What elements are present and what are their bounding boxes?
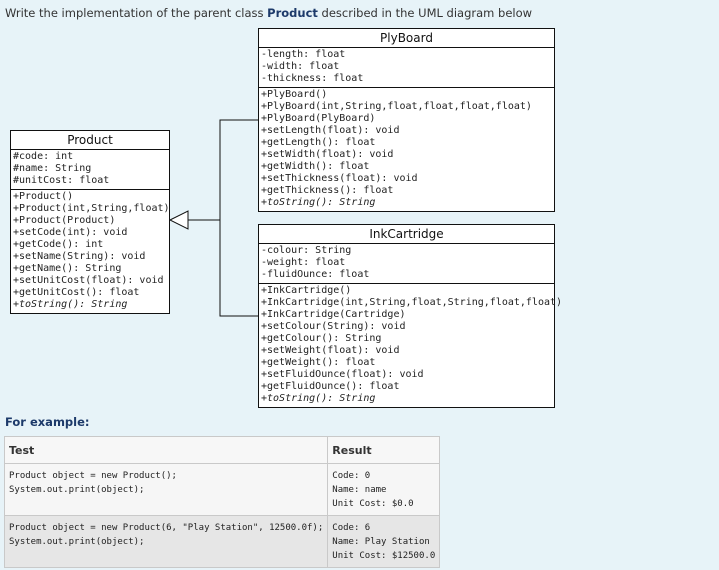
plyboard-method: +setThickness(float): void <box>261 173 418 184</box>
inkcartridge-attributes: -colour: String -weight: float -fluidOun… <box>259 244 554 283</box>
inkcartridge-attribute: -weight: float <box>261 257 346 268</box>
question-class-name: Product <box>267 6 318 20</box>
product-attributes: #code: int #name: String #unitCost: floa… <box>11 150 169 189</box>
plyboard-attribute: -width: float <box>261 61 340 72</box>
product-attribute: #unitCost: float <box>13 175 110 186</box>
example-label: For example: <box>5 415 90 429</box>
product-class-name: Product <box>11 131 169 150</box>
plyboard-class-box: PlyBoard -length: float -width: float -t… <box>258 28 555 212</box>
product-attribute: #code: int <box>13 151 74 162</box>
result-column-header: Result <box>327 436 441 464</box>
product-abstract-method: +toString(): String <box>13 299 128 310</box>
result-cell: Code: 6 Name: Play Station Unit Cost: $1… <box>327 515 441 568</box>
result-line: Unit Cost: $12500.0 <box>332 551 436 561</box>
plyboard-method: +setLength(float): void <box>261 125 400 136</box>
inkcartridge-method: +setColour(String): void <box>261 321 406 332</box>
example-header-row: Test Result <box>3 436 441 464</box>
product-methods: +Product() +Product(int,String,float) +P… <box>11 189 170 313</box>
plyboard-method: +getLength(): float <box>261 137 376 148</box>
product-method: +Product(Product) <box>13 215 116 226</box>
plyboard-class-name: PlyBoard <box>259 29 554 48</box>
plyboard-attributes: -length: float -width: float -thickness:… <box>259 48 554 87</box>
test-code-line: System.out.print(object); <box>9 537 145 547</box>
plyboard-method: +getThickness(): float <box>261 185 394 196</box>
table-row: Product object = new Product(); System.o… <box>3 463 441 516</box>
plyboard-connector <box>219 119 258 317</box>
inkcartridge-class-name: InkCartridge <box>259 225 554 244</box>
question-prefix: Write the implementation of the parent c… <box>5 6 268 20</box>
result-line: Name: name <box>332 485 387 495</box>
question-text: Write the implementation of the parent c… <box>5 6 532 20</box>
test-cell: Product object = new Product(6, "Play St… <box>3 515 329 568</box>
product-method: +getName(): String <box>13 263 122 274</box>
inkcartridge-method: +getFluidOunce(): float <box>261 381 400 392</box>
inkcartridge-class-box: InkCartridge -colour: String -weight: fl… <box>258 224 563 408</box>
plyboard-method: +PlyBoard(int,String,float,float,float,f… <box>261 101 532 112</box>
inkcartridge-attribute: -colour: String <box>261 245 352 256</box>
result-line: Name: Play Station <box>332 537 430 547</box>
test-code-line: Product object = new Product(); <box>9 471 177 481</box>
test-column-header: Test <box>3 436 329 464</box>
plyboard-attribute: -length: float <box>261 49 346 60</box>
product-method: +getCode(): int <box>13 239 104 250</box>
plyboard-method: +setWidth(float): void <box>261 149 394 160</box>
inkcartridge-attribute: -fluidOunce: float <box>261 269 370 280</box>
inkcartridge-method: +setFluidOunce(float): void <box>261 369 424 380</box>
test-code-line: System.out.print(object); <box>9 485 145 495</box>
plyboard-attribute: -thickness: float <box>261 73 364 84</box>
inkcartridge-method: +setWeight(float): void <box>261 345 400 356</box>
inkcartridge-methods: +InkCartridge() +InkCartridge(int,String… <box>259 283 563 407</box>
product-method: +setCode(int): void <box>13 227 128 238</box>
product-method: +Product() <box>13 191 74 202</box>
inkcartridge-method: +InkCartridge(int,String,float,String,fl… <box>261 297 563 308</box>
plyboard-method: +PlyBoard() <box>261 89 328 100</box>
product-method: +setUnitCost(float): void <box>13 275 164 286</box>
example-table: Test Result Product object = new Product… <box>3 436 441 568</box>
product-class-box: Product #code: int #name: String #unitCo… <box>10 130 170 314</box>
result-line: Code: 0 <box>332 471 371 481</box>
plyboard-methods: +PlyBoard() +PlyBoard(int,String,float,f… <box>259 87 554 211</box>
inkcartridge-method: +getColour(): String <box>261 333 382 344</box>
product-method: +setName(String): void <box>13 251 146 262</box>
test-code-line: Product object = new Product(6, "Play St… <box>9 523 324 533</box>
table-row: Product object = new Product(6, "Play St… <box>3 515 441 568</box>
question-suffix: described in the UML diagram below <box>317 6 533 20</box>
test-cell: Product object = new Product(); System.o… <box>3 463 329 516</box>
result-line: Code: 6 <box>332 523 371 533</box>
product-method: +getUnitCost(): float <box>13 287 140 298</box>
product-attribute: #name: String <box>13 163 92 174</box>
inkcartridge-method: +InkCartridge() <box>261 285 352 296</box>
plyboard-method: +PlyBoard(PlyBoard) <box>261 113 376 124</box>
product-method: +Product(int,String,float) <box>13 203 170 214</box>
inkcartridge-method: +getWeight(): float <box>261 357 376 368</box>
inkcartridge-method: +InkCartridge(Cartridge) <box>261 309 406 320</box>
result-line: Unit Cost: $0.0 <box>332 499 414 509</box>
inheritance-arrow-icon <box>168 210 189 230</box>
plyboard-method: +getWidth(): float <box>261 161 370 172</box>
inkcartridge-abstract-method: +toString(): String <box>261 393 376 404</box>
result-cell: Code: 0 Name: name Unit Cost: $0.0 <box>327 463 441 516</box>
plyboard-abstract-method: +toString(): String <box>261 197 376 208</box>
